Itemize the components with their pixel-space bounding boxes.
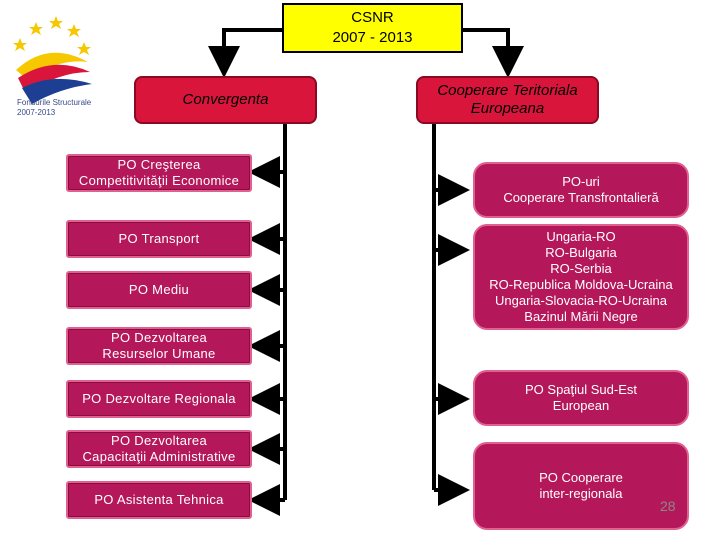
po-cooperare-transfrontaliera: PO-uri Cooperare Transfrontalieră bbox=[473, 162, 689, 218]
po-dezvoltare-regionala-label: PO Dezvoltare Regionala bbox=[82, 391, 236, 406]
structural-funds-logo bbox=[13, 16, 92, 104]
po-transport: PO Transport bbox=[66, 220, 252, 258]
po-competitivitate-label: PO Creşterea Competitivităţii Economice bbox=[78, 157, 240, 188]
po-dezvoltare-regionala: PO Dezvoltare Regionala bbox=[66, 380, 252, 418]
po-spatiul-sud-est: PO Spaţiul Sud-Est European bbox=[473, 370, 689, 426]
root-period: 2007 - 2013 bbox=[332, 29, 413, 46]
po-resurse-umane: PO Dezvoltarea Resurselor Umane bbox=[66, 327, 252, 365]
po-capacitate-administrativa-label: PO Dezvoltarea Capacitaţii Administrativ… bbox=[82, 433, 236, 464]
po-mediu: PO Mediu bbox=[66, 271, 252, 309]
header-convergenta-label: Convergenta bbox=[182, 91, 269, 108]
po-asistenta-tehnica-label: PO Asistenta Tehnica bbox=[94, 492, 224, 507]
po-programe-lista: Ungaria-RO RO-Bulgaria RO-Serbia RO-Repu… bbox=[473, 224, 689, 330]
po-cooperare-interregionala-label: PO Cooperare inter-regionala bbox=[539, 470, 623, 501]
po-programe-lista-label: Ungaria-RO RO-Bulgaria RO-Serbia RO-Repu… bbox=[489, 229, 673, 324]
header-cooperare-label: Cooperare Teritoriala Europeana bbox=[437, 82, 578, 117]
root-title: CSNR bbox=[351, 9, 394, 26]
header-convergenta: Convergenta bbox=[134, 76, 317, 124]
logo-caption-line2: 2007-2013 bbox=[17, 108, 56, 117]
po-capacitate-administrativa: PO Dezvoltarea Capacitaţii Administrativ… bbox=[66, 430, 252, 468]
header-cooperare: Cooperare Teritoriala Europeana bbox=[416, 76, 599, 124]
po-transport-label: PO Transport bbox=[118, 231, 200, 246]
page-number: 28 bbox=[660, 498, 676, 514]
po-competitivitate: PO Creşterea Competitivităţii Economice bbox=[66, 154, 252, 192]
po-cooperare-transfrontaliera-label: PO-uri Cooperare Transfrontalieră bbox=[503, 174, 659, 205]
po-resurse-umane-label: PO Dezvoltarea Resurselor Umane bbox=[102, 330, 216, 361]
logo-caption: Fondurile Structurale 2007-2013 bbox=[17, 98, 91, 118]
po-cooperare-interregionala: PO Cooperare inter-regionala bbox=[473, 442, 689, 530]
po-mediu-label: PO Mediu bbox=[128, 282, 190, 297]
root-box-csnr: CSNR 2007 - 2013 bbox=[282, 3, 463, 53]
po-asistenta-tehnica: PO Asistenta Tehnica bbox=[66, 481, 252, 519]
po-spatiul-sud-est-label: PO Spaţiul Sud-Est European bbox=[525, 382, 637, 413]
logo-caption-line1: Fondurile Structurale bbox=[17, 98, 92, 107]
